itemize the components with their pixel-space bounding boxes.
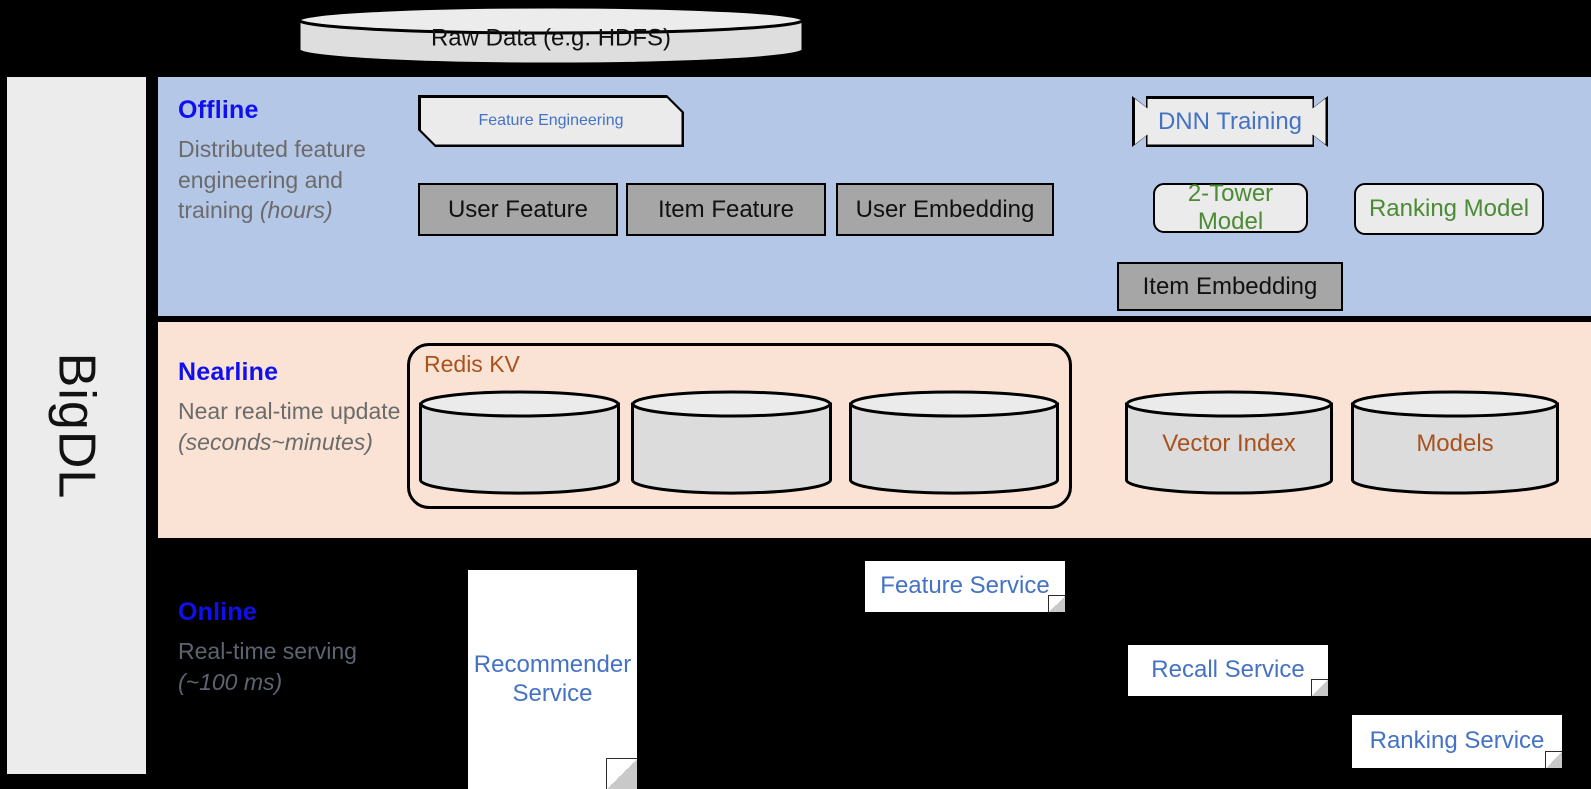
band-title-nearline: Nearline	[178, 358, 279, 386]
band-subtitle-online-text: Real-time serving	[178, 638, 357, 664]
band-subtitle-offline-text: Distributed feature engineering and trai…	[178, 136, 366, 224]
redis-kv-label: Redis KV	[424, 351, 520, 377]
item-embedding-label: Item Embedding	[1142, 272, 1318, 300]
page-fold-icon	[606, 758, 637, 789]
feature-engineering-label: Feature Engineering	[478, 112, 624, 129]
redis-store-1[interactable]	[418, 390, 621, 496]
ranking-model-label: Ranking Model	[1368, 195, 1530, 222]
node-user-embedding[interactable]: User Embedding	[836, 183, 1054, 236]
bigdl-label: BigDL	[7, 77, 146, 774]
band-subtitle-nearline-text: Near real-time update	[178, 398, 401, 424]
item-feature-label: Item Feature	[657, 195, 795, 223]
caption-online: Online Real-time serving (~100 ms)	[178, 598, 418, 697]
redis-store-2[interactable]	[630, 390, 833, 496]
node-item-embedding[interactable]: Item Embedding	[1117, 262, 1343, 311]
band-subtitle-nearline-italic: (seconds~minutes)	[178, 428, 373, 455]
vector-index-cylinder[interactable]: Vector Index	[1124, 390, 1334, 496]
feature-service-label: Feature Service	[880, 572, 1050, 600]
bigdl-framework-rail: BigDL	[7, 77, 146, 774]
caption-nearline: Nearline Near real-time update (seconds~…	[178, 358, 418, 457]
page-fold-icon	[1311, 679, 1328, 696]
ranking-service-label: Ranking Service	[1369, 727, 1545, 755]
band-subtitle-nearline: Near real-time update (seconds~minutes)	[178, 396, 418, 457]
recommender-service-label: Recommender Service	[473, 651, 632, 707]
band-title-offline: Offline	[178, 96, 259, 124]
node-dnn-training[interactable]: DNN Training	[1132, 96, 1328, 147]
models-cylinder[interactable]: Models	[1350, 390, 1560, 496]
caption-offline: Offline Distributed feature engineering …	[178, 96, 398, 226]
band-subtitle-offline: Distributed feature engineering and trai…	[178, 134, 398, 226]
service-recall[interactable]: Recall Service	[1128, 645, 1328, 696]
user-embedding-label: User Embedding	[855, 195, 1035, 223]
band-subtitle-offline-italic: (hours)	[259, 197, 333, 224]
raw-data-cylinder[interactable]: Raw Data (e.g. HDFS)	[296, 4, 806, 66]
service-feature[interactable]: Feature Service	[865, 561, 1065, 612]
page-fold-icon	[1545, 751, 1562, 768]
two-tower-model-label: 2-Tower Model	[1187, 180, 1274, 235]
recall-service-label: Recall Service	[1151, 656, 1305, 684]
service-recommender[interactable]: Recommender Service	[468, 570, 637, 789]
redis-store-3[interactable]	[848, 390, 1060, 496]
user-feature-label: User Feature	[447, 195, 589, 223]
band-subtitle-online-italic: (~100 ms)	[178, 668, 283, 695]
page-fold-icon	[1048, 595, 1065, 612]
node-item-feature[interactable]: Item Feature	[626, 183, 826, 236]
node-feature-engineering[interactable]: Feature Engineering	[418, 95, 684, 147]
band-title-online: Online	[178, 598, 257, 626]
redis-kv-group[interactable]	[407, 343, 1072, 509]
node-two-tower-model[interactable]: 2-Tower Model	[1153, 180, 1308, 235]
node-user-feature[interactable]: User Feature	[418, 183, 618, 236]
dnn-training-label: DNN Training	[1157, 107, 1303, 135]
bigdl-text: BigDL	[47, 352, 106, 499]
node-ranking-model[interactable]: Ranking Model	[1354, 183, 1544, 235]
service-ranking[interactable]: Ranking Service	[1352, 715, 1562, 768]
band-subtitle-online: Real-time serving (~100 ms)	[178, 636, 418, 697]
